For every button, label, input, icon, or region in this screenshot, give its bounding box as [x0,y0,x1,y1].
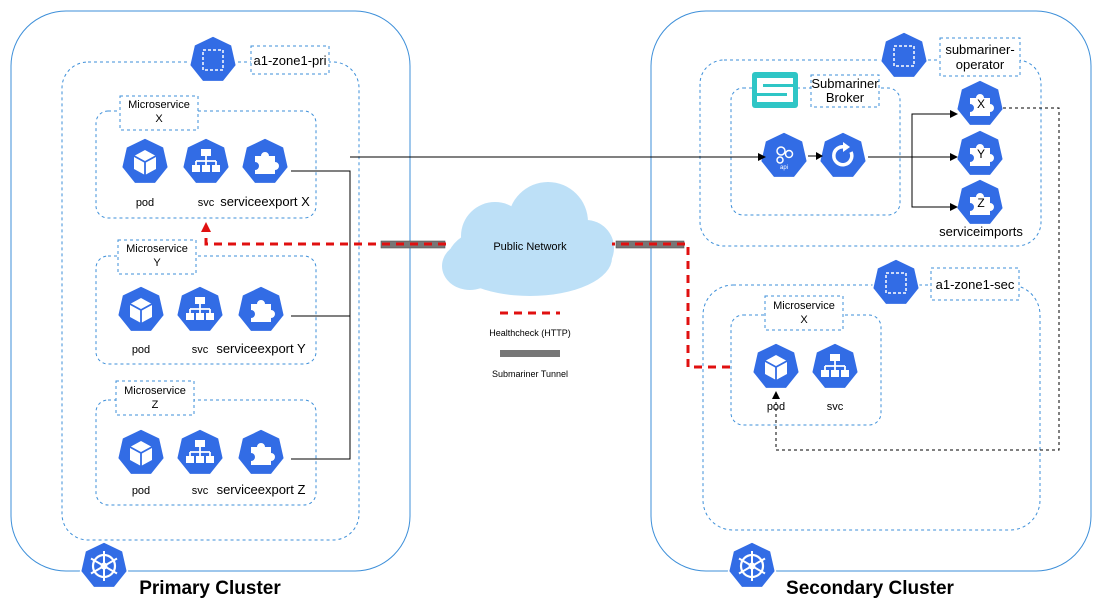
pod-cube-icon [753,343,800,389]
public-network-label: Public Network [493,241,567,253]
namespace-icon [881,32,928,78]
microservice-label-box [115,380,195,416]
secondary-cluster-boundary [650,10,1092,572]
arrowhead [758,153,766,161]
api-icon-text: api [780,165,788,171]
namespace-icon [190,36,237,82]
microservice-label: X [800,314,808,326]
operator-namespace-label: operator [956,57,1005,72]
microservice-label: Z [152,399,159,411]
svc-service-tree-icon [177,286,224,332]
svc-label: svc [198,197,215,209]
microservice-x-boundary [95,110,317,219]
namespace-label-box [939,37,1021,77]
svc-service-tree-icon [183,138,230,184]
primary-cluster-title: Primary Cluster [139,578,281,599]
primary-cluster-boundary [10,10,411,572]
microservice-z-boundary [95,399,317,506]
pod-label: pod [767,401,785,413]
svc-label: svc [192,485,209,497]
legend-tunnel-label: Submariner Tunnel [492,369,568,379]
namespace-icon [873,259,920,305]
microservice-label: Microservice [126,243,188,255]
broker-label-box [810,74,880,108]
submariner-logo-icon [752,72,798,108]
microservice-label: Microservice [773,300,835,312]
microservice-label-box [119,95,199,131]
primary-namespace-label: a1-zone1-pri [254,53,327,68]
pod-label: pod [132,344,150,356]
legend-healthcheck-label: Healthcheck (HTTP) [489,328,571,338]
healthcheck-arrowhead [201,222,211,232]
namespace-label-box [250,45,330,75]
microservice-label: Microservice [124,385,186,397]
pod-cube-icon [118,286,165,332]
serviceimport-y-label: Y [977,147,985,161]
serviceexport-connector [291,156,758,460]
refresh-controller-icon [820,132,867,178]
serviceimports-label: serviceimports [939,224,1023,239]
arrowhead [950,110,958,118]
namespace-label-box [930,267,1020,301]
pod-label: pod [132,485,150,497]
microservice-label: X [155,113,163,125]
operator-namespace-label: submariner- [945,42,1014,57]
pod-cube-icon [118,429,165,475]
arrowhead [950,203,958,211]
microservice-label-box [764,295,844,331]
broker-label: Broker [826,90,865,105]
microservice-label: Y [153,257,161,269]
operator-namespace-boundary [699,59,1042,247]
svc-label: svc [192,344,209,356]
serviceexport-label: serviceexport Y [216,341,306,356]
healthcheck-path [204,230,730,369]
serviceexport-label: serviceexport X [220,194,310,209]
secondary-cluster-title: Secondary Cluster [786,578,954,599]
svc-service-tree-icon [812,343,859,389]
broker-label: Submariner [811,76,879,91]
serviceexport-puzzle-icon [242,138,289,184]
serviceexport-label: serviceexport Z [217,482,306,497]
serviceimport-x-label: X [977,97,985,111]
public-network-cloud-icon [442,182,614,296]
secondary-namespace-label: a1-zone1-sec [936,277,1015,292]
microservice-label-box [117,239,197,275]
pod-label: pod [136,197,154,209]
arrowhead [950,153,958,161]
svc-label: svc [827,401,844,413]
arrowhead [816,152,823,160]
secondary-namespace-boundary [702,284,1041,531]
serviceexport-puzzle-icon [238,429,285,475]
svc-service-tree-icon [177,429,224,475]
legend-tunnel-swatch [500,350,560,357]
pod-cube-icon [122,138,169,184]
serviceexport-puzzle-icon [238,286,285,332]
controller-imports-connector [868,113,950,208]
arrowhead [772,391,780,399]
serviceimport-z-label: Z [977,196,984,210]
primary-cluster-helm-wheel-icon [81,542,128,588]
serviceimport-to-pod-connector [775,107,1060,451]
microservice-y-boundary [95,255,317,365]
secondary-cluster-helm-wheel-icon [729,542,776,588]
microservice-label: Microservice [128,99,190,111]
